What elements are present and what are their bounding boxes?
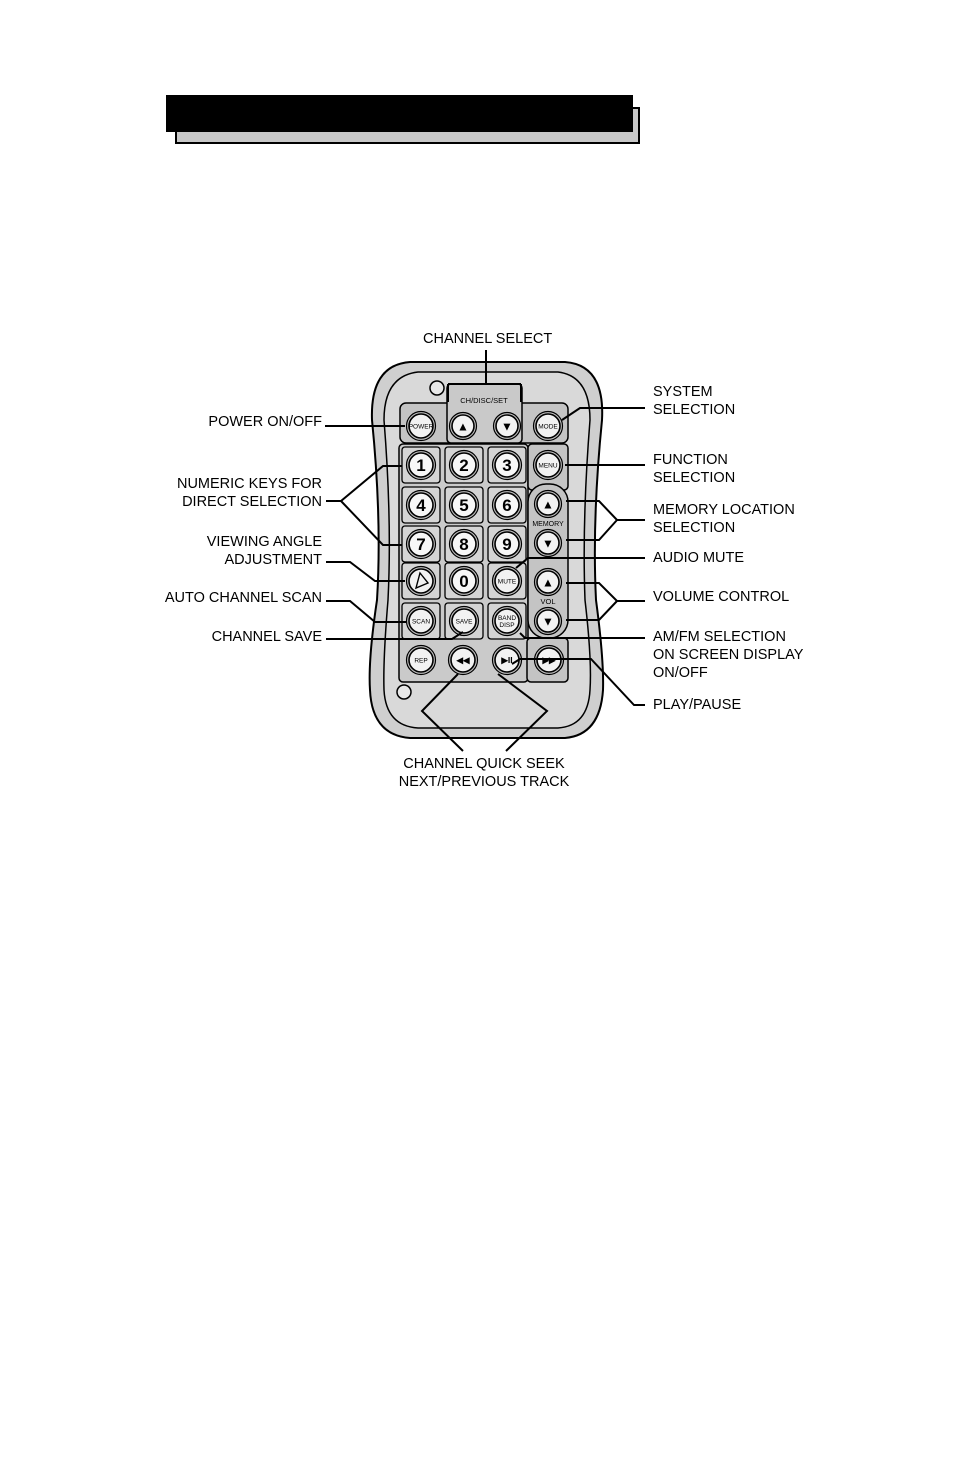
vol-label: VOL	[540, 597, 555, 606]
callout-auto-scan: AUTO CHANNEL SCAN	[164, 590, 322, 606]
callout-memory-location-text: MEMORY LOCATION SELECTION	[653, 502, 795, 536]
digit-6-button-label: 7	[416, 535, 425, 554]
mode-button[interactable]: MODE	[532, 410, 564, 442]
digit-9-button[interactable]: 0	[448, 565, 480, 597]
channel-down-button[interactable]: ▼	[492, 411, 522, 441]
callout-play-pause: PLAY/PAUSE	[653, 697, 742, 713]
fast-forward-button-label: ▶▶	[541, 655, 557, 665]
volume-down-button[interactable]: ▼	[533, 606, 563, 636]
digit-2-button[interactable]: 3	[491, 449, 523, 481]
digit-2-button-label: 3	[502, 456, 511, 475]
fast-forward-button[interactable]: ▶▶	[533, 644, 565, 676]
power-button-label: POWER	[409, 423, 434, 430]
digit-1-button-label: 2	[459, 456, 468, 475]
channel-up-button-label: ▲	[457, 419, 469, 433]
viewing-angle-button[interactable]	[405, 565, 437, 597]
digit-7-button[interactable]: 8	[448, 528, 480, 560]
digit-4-button[interactable]: 5	[448, 489, 480, 521]
rep-button-label: REP	[414, 657, 427, 664]
mute-button-label: MUTE	[498, 578, 517, 585]
save-button-label: SAVE	[456, 618, 474, 625]
menu-button[interactable]: MENU	[532, 449, 564, 481]
digit-5-button[interactable]: 6	[491, 489, 523, 521]
callout-system-selection: SYSTEM SELECTION	[653, 383, 735, 419]
digit-0-button-label: 1	[416, 456, 425, 475]
callout-audio-mute: AUDIO MUTE	[653, 550, 745, 566]
scan-button-label: SCAN	[412, 618, 430, 625]
memory-label: MEMORY	[532, 521, 564, 528]
callout-viewing-angle: VIEWING ANGLE ADJUSTMENT	[150, 533, 322, 569]
callout-channel-select: CHANNEL SELECT	[423, 331, 553, 347]
callout-volume-control: VOLUME CONTROL	[653, 589, 790, 605]
title-banner	[166, 95, 633, 132]
callout-function-selection-text: FUNCTION SELECTION	[653, 452, 736, 486]
led-indicator	[429, 380, 445, 396]
play-pause-button-label: ▶II	[500, 655, 512, 665]
play-pause-button[interactable]: ▶II	[491, 644, 523, 676]
digit-8-button-label: 9	[502, 535, 511, 554]
callout-system-selection-text: SYSTEM SELECTION	[653, 384, 736, 418]
callout-amfm: AM/FM SELECTION ON SCREEN DISPLAY ON/OFF	[653, 628, 803, 682]
callout-quick-seek: CHANNEL QUICK SEEK NEXT/PREVIOUS TRACK	[384, 755, 584, 791]
save-button[interactable]: SAVE	[448, 605, 480, 637]
memory-up-button[interactable]: ▲	[533, 489, 563, 519]
channel-up-button[interactable]: ▲	[448, 411, 478, 441]
viewing-angle-icon	[414, 571, 430, 590]
memory-down-button-label: ▼	[542, 536, 554, 550]
callout-quick-seek-text: CHANNEL QUICK SEEK NEXT/PREVIOUS TRACK	[398, 756, 570, 790]
menu-button-label: MENU	[538, 462, 557, 469]
memory-down-button[interactable]: ▼	[533, 528, 563, 558]
digit-3-button[interactable]: 4	[405, 489, 437, 521]
volume-up-button[interactable]: ▲	[533, 567, 563, 597]
callout-viewing-angle-text: VIEWING ANGLE ADJUSTMENT	[206, 534, 322, 568]
digit-4-button-label: 5	[459, 496, 468, 515]
volume-up-button-label: ▲	[542, 575, 554, 589]
callout-channel-save: CHANNEL SAVE	[211, 629, 322, 645]
mode-button-label: MODE	[538, 423, 558, 430]
band-disp-button-label: DISP	[499, 622, 514, 629]
callout-power: POWER ON/OFF	[208, 414, 322, 430]
volume-down-button-label: ▼	[542, 614, 554, 628]
digit-3-button-label: 4	[416, 496, 426, 515]
ch-disc-set-label: CH/DISC/SET	[460, 396, 508, 405]
digit-1-button[interactable]: 2	[448, 449, 480, 481]
callout-amfm-text: AM/FM SELECTION ON SCREEN DISPLAY ON/OFF	[653, 629, 804, 681]
callout-lines	[325, 350, 645, 752]
digit-8-button[interactable]: 9	[491, 528, 523, 560]
mute-button[interactable]: MUTE	[491, 565, 523, 597]
channel-down-button-label: ▼	[501, 419, 513, 433]
digit-0-button[interactable]: 1	[405, 449, 437, 481]
callout-numeric-keys: NUMERIC KEYS FOR DIRECT SELECTION	[150, 475, 322, 511]
callout-function-selection: FUNCTION SELECTION	[653, 451, 735, 487]
digit-7-button-label: 8	[459, 535, 468, 554]
digit-5-button-label: 6	[502, 496, 511, 515]
band-disp-button-label: BAND	[498, 615, 516, 622]
digit-6-button[interactable]: 7	[405, 528, 437, 560]
digit-9-button-label: 0	[459, 572, 468, 591]
rewind-button[interactable]: ◀◀	[447, 644, 479, 676]
rewind-button-label: ◀◀	[455, 655, 471, 665]
memory-up-button-label: ▲	[542, 497, 554, 511]
power-button[interactable]: POWER	[405, 410, 437, 442]
ir-sensor-icon	[396, 684, 412, 700]
callout-memory-location: MEMORY LOCATION SELECTION	[653, 501, 795, 537]
rep-button[interactable]: REP	[405, 644, 437, 676]
scan-button[interactable]: SCAN	[405, 605, 437, 637]
callout-numeric-keys-text: NUMERIC KEYS FOR DIRECT SELECTION	[176, 476, 322, 510]
